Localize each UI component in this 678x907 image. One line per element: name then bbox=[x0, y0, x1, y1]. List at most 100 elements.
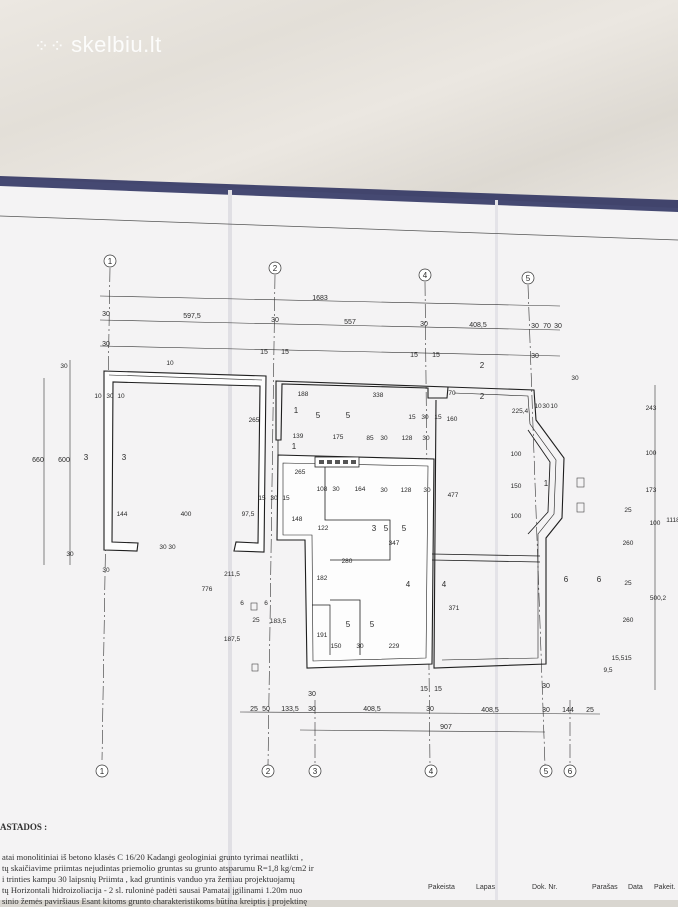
dim-label: 1118 bbox=[666, 517, 678, 524]
dim-label: 15 bbox=[624, 655, 632, 662]
column-marker bbox=[576, 477, 585, 488]
dim-label: 100 bbox=[511, 513, 522, 520]
notes-line: tų skaičiavime priimtas nejudintas priem… bbox=[2, 863, 314, 873]
dim-label: 243 bbox=[646, 405, 657, 412]
dim-label: 30 bbox=[531, 323, 539, 330]
room-label: 5 bbox=[384, 524, 389, 533]
dim-label: 128 bbox=[402, 435, 413, 442]
dim-label: 10 bbox=[117, 393, 125, 400]
dim-label: 400 bbox=[181, 511, 192, 518]
dim-label: 85 bbox=[366, 435, 374, 442]
dim-label: 30 bbox=[542, 707, 550, 714]
dim-label: 164 bbox=[355, 486, 366, 493]
dim-label: 70 bbox=[543, 323, 551, 330]
dim-label: 122 bbox=[318, 525, 329, 532]
marble-background bbox=[0, 0, 678, 200]
dim-label: 128 bbox=[401, 487, 412, 494]
room-label: 1 bbox=[544, 479, 549, 488]
dim-label: 597,5 bbox=[183, 313, 201, 320]
title-block-cell: Dok. Nr. bbox=[532, 884, 558, 891]
dim-label: 30 bbox=[426, 706, 434, 713]
room-label: 3 bbox=[84, 453, 89, 462]
dim-label: 100 bbox=[511, 451, 522, 458]
dim-label: 175 bbox=[333, 434, 344, 441]
axis-label: 1 bbox=[100, 767, 105, 776]
dim-label: 30 bbox=[554, 323, 562, 330]
notes-line: sinio žemės paviršiaus Esant kitoms grun… bbox=[2, 896, 308, 906]
notes-line: i trinties kampu 30 laipsnių Priimta , k… bbox=[2, 874, 295, 884]
axis-label: 4 bbox=[423, 271, 428, 280]
column-marker bbox=[251, 663, 259, 672]
sheet-edge bbox=[0, 176, 678, 212]
room-label: 5 bbox=[316, 411, 321, 420]
axis-label: 1 bbox=[108, 257, 113, 266]
dim-overall-bottom: 907 bbox=[440, 724, 452, 731]
dim-label: 15 bbox=[434, 414, 442, 421]
dim-label: 100 bbox=[650, 520, 661, 527]
dim-label: 15,5 bbox=[612, 655, 625, 662]
axis-bubble-top-4 bbox=[418, 268, 432, 282]
column-marker bbox=[576, 502, 585, 513]
room-label: 2 bbox=[480, 392, 485, 401]
dim-label: 30 bbox=[531, 353, 539, 360]
dim-label: 776 bbox=[202, 586, 213, 593]
dim-label: 9,5 bbox=[603, 667, 612, 674]
dim-label: 30 bbox=[420, 321, 428, 328]
axis-label: 3 bbox=[313, 767, 318, 776]
room-label: 5 bbox=[346, 411, 351, 420]
dim-label: 30 bbox=[380, 435, 388, 442]
dim-label: 6 bbox=[264, 600, 268, 607]
dim-label: 10 bbox=[94, 393, 102, 400]
dim-label: 148 bbox=[292, 516, 303, 523]
dim-label: 144 bbox=[562, 707, 574, 714]
dim-label: 10 bbox=[166, 360, 174, 367]
room-label: 5 bbox=[346, 620, 351, 629]
dim-label: 25 bbox=[250, 706, 258, 713]
axis-label: 4 bbox=[429, 767, 434, 776]
dim-label: 408,5 bbox=[469, 322, 487, 329]
dim-label-660: 660 bbox=[32, 457, 44, 464]
room-label: 1 bbox=[294, 406, 299, 415]
dim-label: 477 bbox=[448, 492, 459, 499]
dim-label: 25 bbox=[252, 617, 260, 624]
dim-label: 6 bbox=[240, 600, 244, 607]
dim-label: 150 bbox=[511, 483, 522, 490]
dim-label: 25 bbox=[624, 507, 632, 514]
dots-logo-icon: ⁘⁘ bbox=[34, 36, 66, 56]
dim-label: 15 bbox=[434, 686, 442, 693]
dim-label: 280 bbox=[342, 558, 353, 565]
dim-label-600: 600 bbox=[58, 457, 70, 464]
dim-label: 265 bbox=[249, 417, 260, 424]
dim-label: 347 bbox=[389, 540, 400, 547]
dim-label: 30 bbox=[270, 495, 278, 502]
fold-line bbox=[228, 190, 232, 900]
dim-label: 173 bbox=[646, 487, 657, 494]
dim-label: 30 bbox=[422, 435, 430, 442]
dim-label: 139 bbox=[293, 433, 304, 440]
axis-label: 5 bbox=[526, 274, 531, 283]
dim-label: 557 bbox=[344, 319, 356, 326]
dim-label: 15 bbox=[432, 352, 440, 359]
dim-label: 30 bbox=[102, 341, 110, 348]
axis-bubble-top-5 bbox=[521, 271, 535, 285]
room-label: 4 bbox=[406, 580, 411, 589]
column-marker bbox=[250, 602, 258, 611]
dim-label: 408,5 bbox=[363, 706, 381, 713]
dim-label: 30 bbox=[332, 486, 340, 493]
dim-label: 15 bbox=[282, 495, 290, 502]
dim-label: 30 bbox=[168, 544, 176, 551]
axis-label: 6 bbox=[568, 767, 573, 776]
notes-line: tų Horizontali hidroizoliacija - 2 sl. r… bbox=[2, 885, 303, 895]
dim-label: 191 bbox=[317, 632, 328, 639]
notes-line: atai monolitiniai iš betono klasės C 16/… bbox=[2, 852, 303, 862]
dim-label: 30 bbox=[60, 363, 68, 370]
room-label: 5 bbox=[402, 524, 407, 533]
dim-label: 260 bbox=[623, 617, 634, 624]
title-block-cell: Data bbox=[628, 884, 643, 891]
axis-bubble-top-2 bbox=[268, 261, 282, 275]
dim-label: 15 bbox=[258, 495, 266, 502]
building-walls bbox=[103, 370, 565, 669]
dim-label: 30 bbox=[271, 317, 279, 324]
dim-label: 10 bbox=[550, 403, 558, 410]
dim-label: 108 bbox=[317, 486, 328, 493]
